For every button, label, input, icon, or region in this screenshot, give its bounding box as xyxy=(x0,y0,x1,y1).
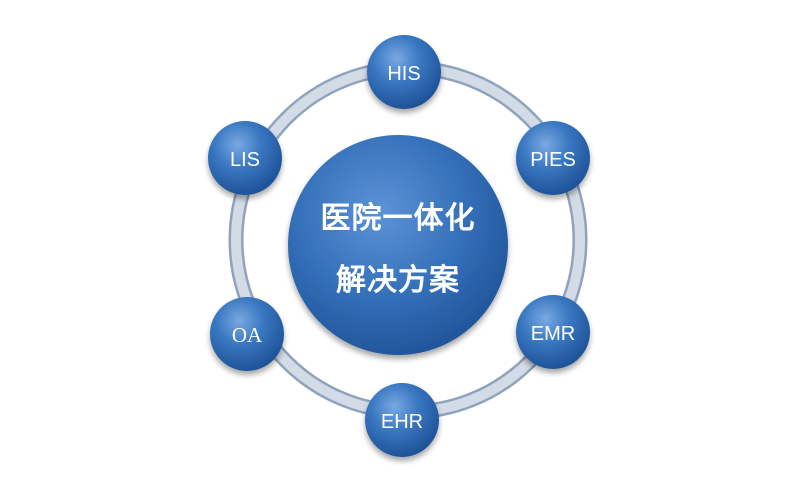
center-title-line1: 医院一体化 xyxy=(321,201,476,236)
node-pies-circle xyxy=(516,121,590,195)
node-ehr xyxy=(365,383,439,457)
node-oa-label: OA xyxy=(232,323,263,347)
node-oa xyxy=(210,297,284,371)
node-pies xyxy=(516,121,590,195)
node-lis-circle xyxy=(208,121,282,195)
node-emr xyxy=(516,295,590,369)
node-ehr-circle xyxy=(365,383,439,457)
node-oa-circle xyxy=(210,297,284,371)
node-his-label: HIS xyxy=(387,63,420,85)
center-hub xyxy=(288,135,508,355)
node-emr-label: EMR xyxy=(531,323,575,345)
node-lis-label: LIS xyxy=(230,149,260,171)
node-emr-circle xyxy=(516,295,590,369)
node-his xyxy=(367,35,441,109)
center-title-line2: 解决方案 xyxy=(336,263,460,298)
node-his-circle xyxy=(367,35,441,109)
center-circle xyxy=(288,135,508,355)
node-lis xyxy=(208,121,282,195)
node-ehr-label: EHR xyxy=(381,411,423,433)
node-pies-label: PIES xyxy=(530,149,576,171)
